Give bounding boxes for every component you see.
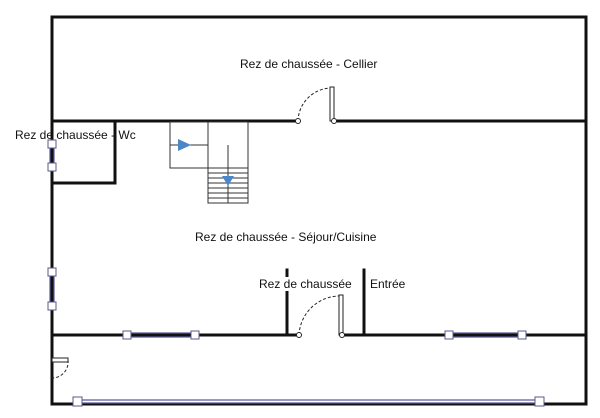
window-bottom-long: [72, 396, 545, 407]
door-bottom-left: [51, 357, 69, 379]
staircase: [169, 121, 249, 204]
window-wc: [47, 139, 57, 172]
walls: [50, 15, 588, 406]
window-sejour-bottom-left: [122, 330, 200, 340]
window-sejour-left: [47, 267, 57, 311]
room-label-cellier: Rez de chaussée - Cellier: [240, 57, 377, 71]
room-label-wc: Rez de chaussée - Wc: [15, 128, 136, 142]
room-label-entree-prefix: Rez de chaussée: [259, 277, 352, 291]
window-sejour-bottom-right: [444, 330, 527, 340]
stair-up-arrow-icon: [178, 139, 191, 151]
door-entree: [296, 294, 345, 338]
stair-down-arrow-icon: [222, 176, 234, 186]
room-label-entree: Entrée: [370, 277, 406, 291]
door-cellier: [295, 86, 337, 124]
room-label-sejour: Rez de chaussée - Séjour/Cuisine: [195, 230, 377, 244]
